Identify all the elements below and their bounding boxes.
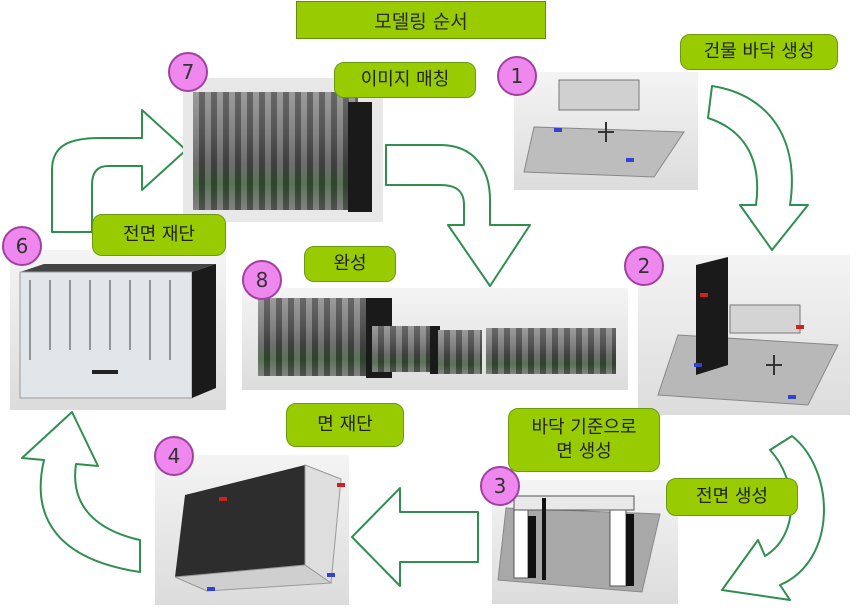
callout-front-cut: 전면 재단 [92, 214, 226, 256]
step2-panel [638, 255, 850, 415]
wall-wireframe [657, 257, 839, 406]
completed-building-photo [438, 330, 482, 374]
floor-wireframe [523, 79, 685, 178]
completed-building-photo [486, 328, 616, 374]
building-photo [193, 92, 358, 210]
step-number-4: 4 [154, 436, 194, 476]
curved-arrow-icon [721, 435, 825, 601]
curved-arrow-icon [21, 411, 141, 573]
frame-model [497, 495, 661, 593]
step-number-6: 6 [2, 226, 42, 266]
callout-complete: 완성 [304, 246, 396, 282]
step-number-8: 8 [242, 260, 282, 300]
callout-floor-based-face-line1: 바닥 기준으로 [531, 416, 637, 438]
page-title: 모델링 순서 [296, 1, 546, 39]
step-number-1: 1 [497, 56, 537, 96]
step-number-7: 7 [168, 52, 208, 92]
face-cut-model [174, 464, 345, 592]
completed-building-photo [372, 326, 432, 372]
callout-building-floor: 건물 바닥 생성 [680, 34, 838, 70]
callout-floor-based-face-line2: 면 생성 [556, 441, 612, 462]
step-number-3: 3 [480, 466, 520, 506]
curved-arrow-icon [351, 487, 479, 587]
completed-building-side [430, 326, 440, 374]
completed-building-photo [258, 298, 376, 376]
curved-arrow-icon [707, 85, 809, 251]
step1-panel [514, 72, 698, 190]
callout-face-cut: 면 재단 [286, 403, 404, 447]
step3-panel [492, 480, 678, 604]
step7-panel [183, 78, 383, 222]
callout-floor-based-face: 바닥 기준으로 면 생성 [508, 408, 660, 472]
front-cut-model [19, 264, 216, 399]
step8-panel [242, 288, 628, 390]
callout-face-cut-text: 면 재단 [317, 413, 373, 435]
step-number-2: 2 [624, 246, 664, 286]
building-side [348, 102, 372, 212]
curved-arrow-icon [385, 144, 531, 287]
callout-front-create: 전면 생성 [666, 478, 798, 516]
step4-panel [155, 455, 349, 605]
callout-image-matching: 이미지 매칭 [334, 62, 476, 98]
step6-panel [10, 250, 226, 410]
